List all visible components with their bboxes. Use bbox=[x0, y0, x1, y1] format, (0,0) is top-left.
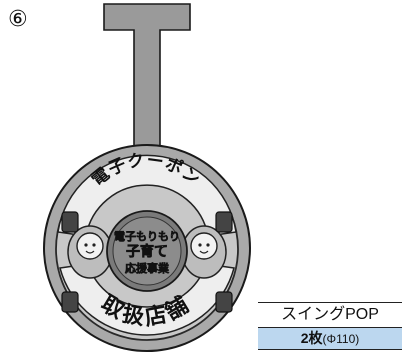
caption-spec: 2枚(Φ110) bbox=[258, 328, 402, 350]
center-text-line3: 応援事業 bbox=[125, 261, 170, 275]
item-number: ⑥ bbox=[8, 6, 28, 31]
center-text-line1: 電子もりもり bbox=[114, 230, 180, 243]
hanger-stick bbox=[103, 3, 191, 147]
caption-size: (Φ110) bbox=[322, 332, 360, 346]
caption-box: スイングPOP 2枚(Φ110) bbox=[258, 302, 402, 350]
character-left bbox=[61, 211, 113, 313]
caption-title: スイングPOP bbox=[258, 302, 402, 328]
top-banner bbox=[57, 154, 237, 237]
bottom-banner bbox=[59, 263, 235, 336]
caption-quantity: 2枚 bbox=[300, 330, 323, 346]
center-text-line2: 子育て bbox=[126, 243, 168, 260]
